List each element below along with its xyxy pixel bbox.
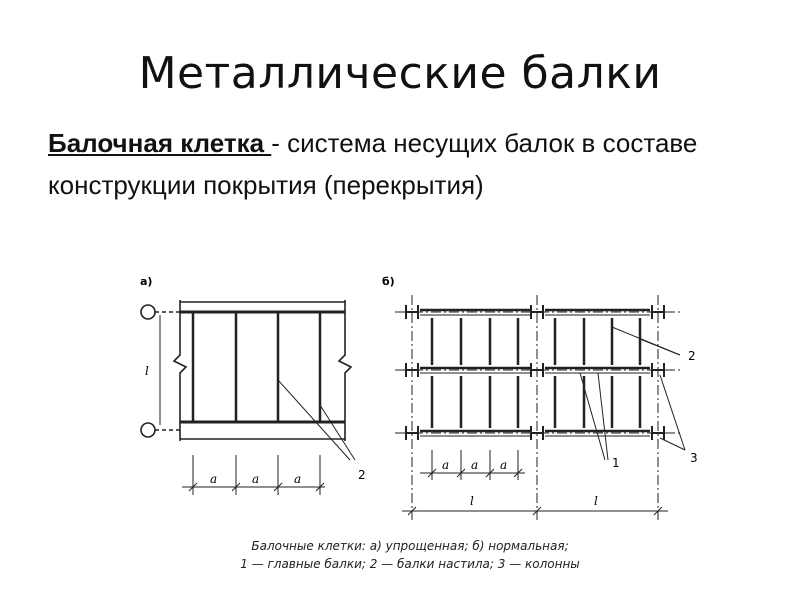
definition-paragraph: Балочная клетка - система несущих балок …	[48, 122, 748, 206]
panel-a-label: а)	[140, 275, 152, 288]
panel-b-label: б)	[382, 275, 395, 288]
a-axis-circle-top	[140, 304, 156, 320]
b-dim-a-3: a	[500, 458, 507, 472]
definition-text: - система несущих балок в составе констр…	[48, 128, 698, 200]
b-dim-a-1: a	[442, 458, 449, 472]
caption-line-1: Балочные клетки: а) упрощенная; б) норма…	[251, 539, 569, 553]
slide-title: Металлические балки	[138, 48, 662, 99]
beam-grid-figure: а) б) l a a a 2 a a a l l 2 1 3 Балочные…	[0, 255, 800, 600]
a-label-2: 2	[358, 468, 366, 482]
a-break-left	[172, 300, 188, 441]
b-label-3: 3	[690, 451, 698, 465]
caption-line-2: 1 — главные балки; 2 — балки настила; 3 …	[240, 557, 580, 571]
definition-term: Балочная клетка	[48, 128, 272, 158]
a-axis-circle-bottom	[140, 422, 156, 438]
b-dim-l-1: l	[470, 494, 474, 508]
figure-caption: Балочные клетки: а) упрощенная; б) норма…	[180, 537, 640, 573]
b-dim-a-2: a	[471, 458, 478, 472]
a-break-right	[337, 300, 353, 441]
a-span-l-label: l	[145, 364, 149, 378]
a-dim-a-3: a	[294, 472, 301, 486]
b-label-2: 2	[688, 349, 696, 363]
beam-grid-drawing: а) б) l a a a 2 a a a l l 2 1 3	[140, 275, 698, 520]
a-dim-a-1: a	[210, 472, 217, 486]
b-label-1: 1	[612, 456, 620, 470]
a-dim-a-2: a	[252, 472, 259, 486]
b-dim-l-2: l	[594, 494, 598, 508]
